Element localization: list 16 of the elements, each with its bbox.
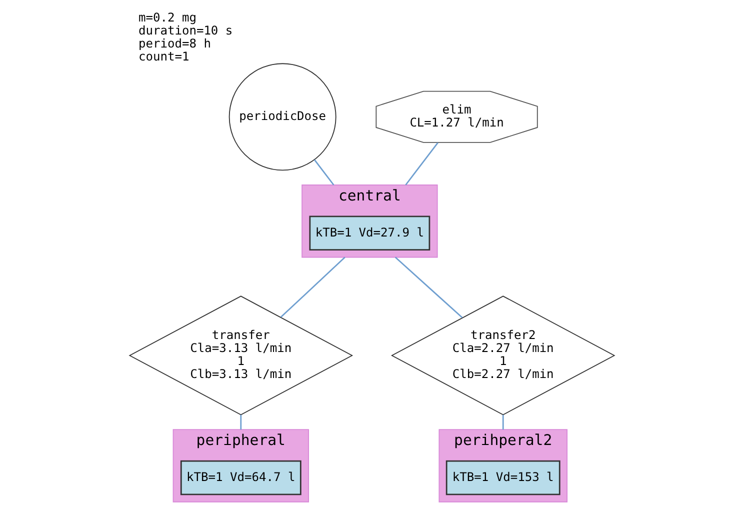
node-label: duration=10 s — [138, 23, 232, 38]
node-box: kTB=1 Vd=27.9 l — [308, 216, 430, 251]
connector — [404, 142, 438, 186]
connector — [240, 414, 242, 430]
connector — [502, 414, 504, 430]
node-box: kTB=1 Vd=64.7 l — [180, 460, 301, 496]
connector — [394, 256, 462, 318]
node-diamond: transfer Cla=3.13 l/min 1 Clb=3.13 l/min — [128, 296, 353, 416]
connector — [280, 256, 345, 318]
node-circle: periodicDose — [228, 63, 336, 171]
node-label: count=1 — [138, 49, 189, 64]
node-label: period=8 h — [138, 36, 210, 50]
node-diamond: transfer2 Cla=2.27 l/min 1 Clb=2.27 l/min — [390, 296, 615, 416]
node-label: m=0.2 mg — [138, 10, 196, 24]
node-box: kTB=1 Vd=153 l — [445, 460, 560, 496]
connector — [313, 159, 334, 186]
